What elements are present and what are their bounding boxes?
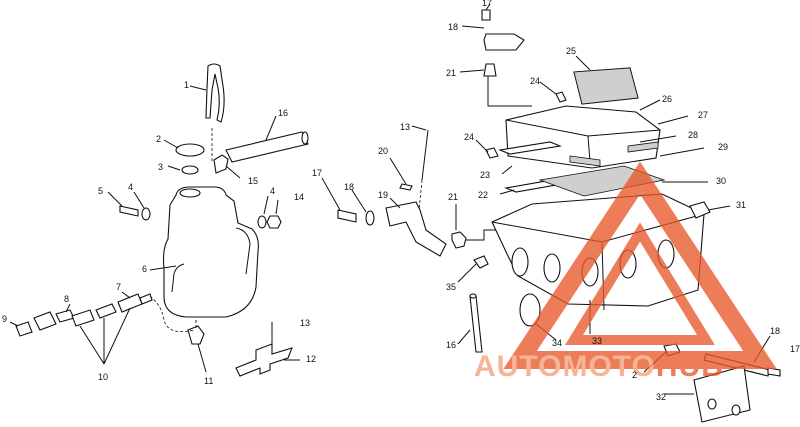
drain-hose: [469, 295, 483, 353]
vent-hose: [225, 131, 309, 163]
bolt-mid: [337, 209, 357, 223]
watermark-text-automoto: AUTOMOTO: [474, 350, 656, 383]
oil-hose-assembly: [15, 293, 195, 337]
callout-16-top: 16: [278, 108, 288, 118]
callout-11: 11: [204, 376, 213, 386]
mount-bracket: [235, 343, 293, 377]
top-bracket: [483, 33, 525, 51]
callout-29: 29: [718, 142, 728, 152]
callout-21-mid: 21: [448, 192, 458, 202]
dipstick: [205, 63, 225, 123]
callout-26: 26: [662, 94, 672, 104]
grommet: [181, 165, 199, 175]
callout-2: 2: [156, 134, 161, 144]
oil-tank: [162, 186, 259, 318]
callout-35: 35: [446, 282, 456, 292]
middle-parts: [321, 125, 496, 353]
callout-24-top: 24: [530, 76, 540, 86]
callout-16-bottom: 16: [446, 340, 456, 350]
callout-14: 14: [294, 192, 304, 202]
outlet-fitting: [187, 325, 205, 345]
callout-23: 23: [480, 170, 490, 180]
drain-plug: [519, 293, 541, 327]
callout-30: 30: [716, 176, 726, 186]
callout-20: 20: [378, 146, 388, 156]
callout-4: 4: [128, 182, 133, 192]
callout-31: 31: [736, 200, 746, 210]
svg-text:AUTOMOTOHUB: AUTOMOTOHUB: [474, 350, 724, 383]
callout-18-right: 18: [770, 326, 780, 336]
callout-13-top: 13: [400, 122, 410, 132]
callout-17-right: 17: [790, 344, 800, 354]
callout-10: 10: [98, 372, 108, 382]
watermark-text-hub: HUB: [656, 350, 724, 383]
hose-clamp: [473, 255, 489, 269]
callout-24-left: 24: [464, 132, 474, 142]
nut-right: [266, 215, 282, 229]
callout-18-top: 18: [448, 22, 458, 32]
callout-27: 27: [698, 110, 708, 120]
bolt-left: [119, 205, 139, 217]
vent-fitting: [213, 154, 229, 174]
callout-13-bottom: 13: [300, 318, 310, 328]
callout-19: 19: [378, 190, 388, 200]
callout-labels: 1 2 3 4 5 6 7 8 9 10 11 12 13 13 14 15 1…: [2, 0, 800, 402]
callout-33: 33: [592, 336, 602, 346]
tank-cap: [175, 143, 205, 157]
watermark-inner-triangle-icon: [565, 222, 715, 345]
watermark: AUTOMOTOHUB: [474, 161, 777, 383]
callout-22: 22: [478, 190, 488, 200]
callout-5: 5: [98, 186, 103, 196]
callout-18-mid: 18: [344, 182, 354, 192]
callout-9: 9: [2, 314, 7, 324]
intake-boot: [689, 201, 711, 219]
support-bracket: [385, 201, 447, 257]
callout-4-right: 4: [270, 186, 275, 196]
oil-tank-assembly: [9, 63, 309, 377]
callout-28: 28: [688, 130, 698, 140]
callout-7: 7: [116, 282, 121, 292]
clip: [399, 183, 413, 191]
washer-right: [257, 215, 267, 229]
callout-25: 25: [566, 46, 576, 56]
grommet-mid: [451, 231, 467, 249]
watermark-triangle-icon: [503, 161, 777, 369]
top-bolt: [481, 9, 491, 21]
callout-34: 34: [552, 338, 562, 348]
callout-12: 12: [306, 354, 316, 364]
callout-17-mid: 17: [312, 168, 322, 178]
callout-3: 3: [158, 162, 163, 172]
gasket-upper: [497, 141, 563, 155]
callout-8: 8: [64, 294, 69, 304]
callout-17-top: 17: [482, 0, 492, 8]
callout-32: 32: [656, 392, 666, 402]
callout-1: 1: [184, 80, 189, 90]
callout-15: 15: [248, 176, 258, 186]
callout-21-top: 21: [446, 68, 456, 78]
callout-2-lower: 2: [632, 370, 637, 380]
callout-6: 6: [142, 264, 147, 274]
